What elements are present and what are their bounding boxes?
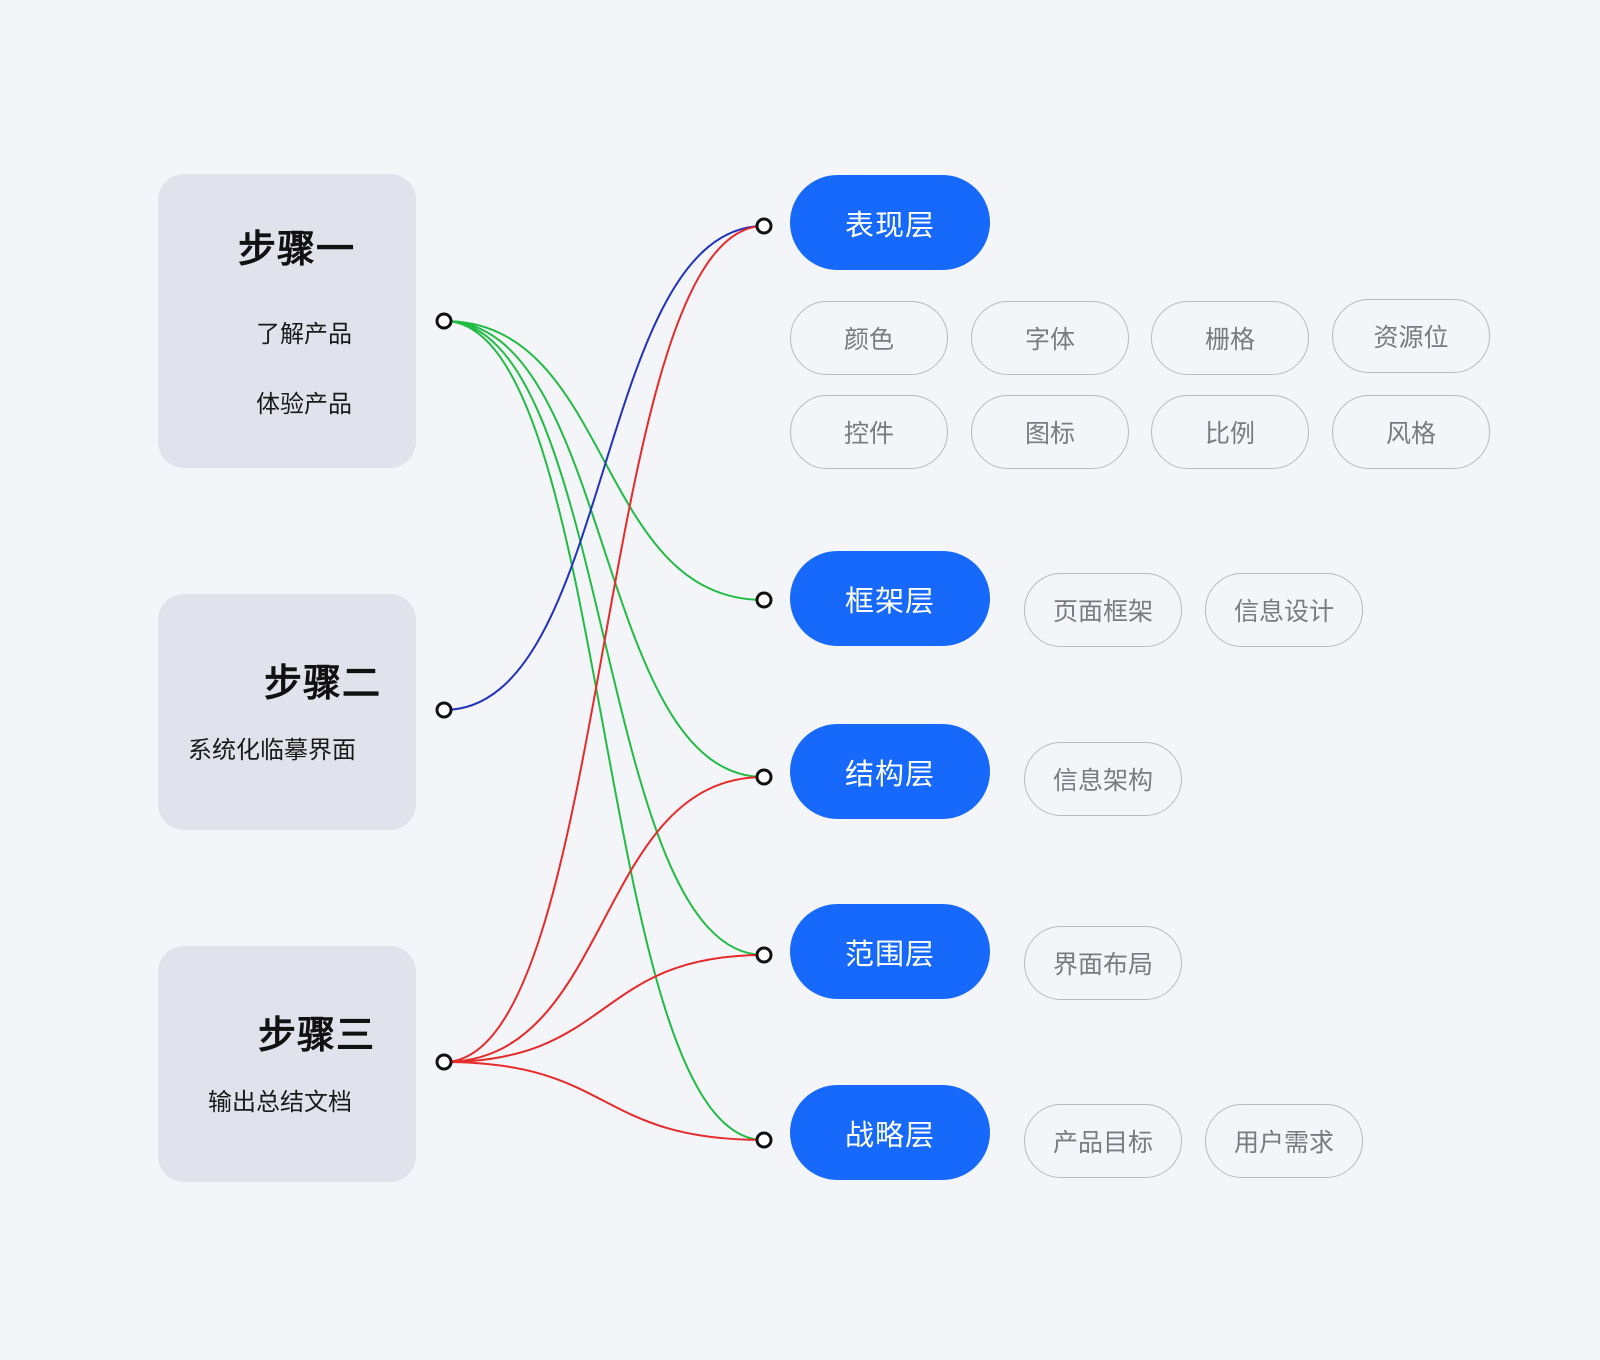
- connection-line: [443, 320, 765, 601]
- layer-presentation: 表现层: [790, 175, 990, 270]
- tag: 信息架构: [1024, 742, 1182, 816]
- connector-port: [755, 217, 773, 235]
- step-line: 输出总结文档: [208, 1088, 352, 1116]
- step-card-3: 步骤三 输出总结文档: [158, 946, 416, 1182]
- connector-port: [755, 768, 773, 786]
- layer-structure: 结构层: [790, 724, 990, 819]
- tag: 风格: [1332, 395, 1490, 469]
- layer-skeleton: 框架层: [790, 551, 990, 646]
- connection-line: [443, 225, 765, 1063]
- connector-port: [435, 312, 453, 330]
- tag: 用户需求: [1205, 1104, 1363, 1178]
- step-card-2: 步骤二 系统化临摹界面: [158, 594, 416, 830]
- step-card-1: 步骤一 了解产品 体验产品: [158, 174, 416, 468]
- connection-line: [443, 954, 765, 1063]
- connection-line: [443, 320, 765, 778]
- connection-line: [443, 776, 765, 1063]
- tag: 颜色: [790, 301, 948, 375]
- connector-port: [435, 701, 453, 719]
- step-line: 系统化临摹界面: [188, 736, 356, 764]
- tag: 页面框架: [1024, 573, 1182, 647]
- tag: 控件: [790, 395, 948, 469]
- step-title: 步骤三: [258, 1013, 376, 1057]
- tag: 信息设计: [1205, 573, 1363, 647]
- tag: 比例: [1151, 395, 1309, 469]
- tag: 图标: [971, 395, 1129, 469]
- tag: 资源位: [1332, 299, 1490, 373]
- tag: 字体: [971, 301, 1129, 375]
- connection-line: [443, 320, 765, 1141]
- layer-scope: 范围层: [790, 904, 990, 999]
- connection-line: [443, 225, 765, 711]
- step-line: 了解产品: [256, 320, 352, 348]
- connector-port: [435, 1053, 453, 1071]
- step-title: 步骤一: [238, 227, 356, 271]
- connection-line: [443, 320, 765, 956]
- step-line: 体验产品: [256, 390, 352, 418]
- tag: 界面布局: [1024, 926, 1182, 1000]
- layer-strategy: 战略层: [790, 1085, 990, 1180]
- connector-port: [755, 591, 773, 609]
- step-title: 步骤二: [264, 661, 382, 705]
- connector-port: [755, 1131, 773, 1149]
- tag: 产品目标: [1024, 1104, 1182, 1178]
- connector-port: [755, 946, 773, 964]
- tag: 栅格: [1151, 301, 1309, 375]
- connection-line: [443, 1061, 765, 1141]
